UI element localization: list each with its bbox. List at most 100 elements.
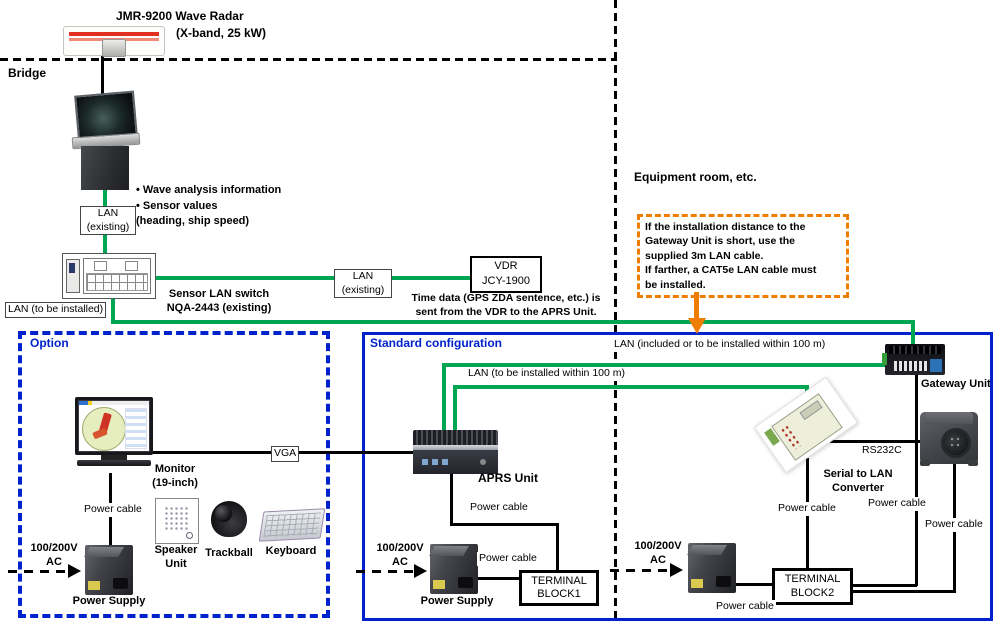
switch-port — [94, 261, 107, 271]
bridge-zone-divider — [0, 58, 617, 61]
sensor-lan-switch-label: Sensor LAN switch NQA-2443 (existing) — [166, 288, 272, 315]
option-config-box — [18, 331, 330, 618]
monitor-image — [75, 397, 153, 467]
aprs-trim — [413, 445, 498, 450]
equipment-room-divider — [614, 0, 617, 620]
power-supply-image-option — [85, 545, 133, 595]
gateway-unit-label: Gateway Unit — [921, 378, 991, 390]
rs232c-cable — [830, 440, 925, 443]
gateway-power-cable-h — [845, 584, 917, 587]
switch-ports — [83, 258, 151, 294]
time-data-note: Time data (GPS ZDA sentence, etc.) is se… — [411, 292, 601, 318]
antenna-pedestal — [102, 39, 126, 57]
terminal-block1-box: TERMINAL BLOCK1 — [519, 570, 599, 606]
ps3-tb2-cable — [735, 583, 773, 586]
power-cable-label-ps2: Power cable — [477, 552, 539, 566]
ac-supply-dashes-option — [8, 570, 68, 573]
note-arrow-shaft — [694, 292, 699, 320]
bridge-zone-label: Bridge — [8, 66, 47, 80]
aprs-power-cable-v1 — [450, 472, 453, 525]
wave-output-notes: • Wave analysis information • Sensor val… — [136, 184, 282, 228]
monitor-side-panel — [125, 408, 147, 449]
speaker-unit-image — [155, 498, 199, 544]
speaker-unit-label: Speaker Unit — [154, 544, 198, 571]
aprs-unit-image — [413, 430, 498, 474]
lan-cable-aprs-gateway — [442, 363, 887, 367]
equipment-room-label: Equipment room, etc. — [634, 170, 757, 184]
lan-existing-label-2: LAN (existing) — [334, 269, 392, 299]
lan-within-100m-label: LAN (to be installed within 100 m) — [466, 367, 627, 381]
ps2-tb1-cable — [475, 577, 521, 580]
monitor-toolbar — [79, 401, 149, 405]
lan-cable-switch-drop — [111, 297, 115, 324]
gateway-uplink-block — [930, 359, 942, 372]
lan-existing-label-1: LAN (existing) — [80, 206, 136, 236]
keyboard-label: Keyboard — [265, 545, 317, 557]
power-supply-label-standard: Power Supply — [420, 595, 494, 607]
sensor-connector — [941, 428, 971, 458]
radar-console-image — [71, 90, 141, 190]
ac-label-standard: 100/200V AC — [376, 542, 424, 569]
radar-title: JMR-9200 Wave Radar — [116, 9, 244, 23]
trackball-ball — [215, 505, 232, 522]
power-supply-label-option: Power Supply — [72, 595, 146, 607]
power-cable-label-aprs: Power cable — [468, 501, 530, 515]
switch-module — [66, 259, 80, 293]
power-cable-label-converter: Power cable — [776, 502, 838, 516]
wave-polar-chart — [82, 407, 126, 451]
monitor-bezel — [75, 397, 153, 455]
monitor-screen — [78, 400, 150, 452]
lan-cable-aprs-drop-2 — [453, 385, 457, 432]
keyboard-keys — [263, 512, 321, 538]
switch-port-grid — [86, 273, 148, 291]
aprs-unit-label: APRS Unit — [478, 471, 538, 485]
switch-port — [125, 261, 138, 271]
aprs-power-cable-h — [450, 523, 559, 526]
power-cable-label-tb2: Power cable — [714, 600, 776, 614]
psu-connector — [113, 578, 128, 589]
serial-lan-converter-image — [752, 376, 862, 474]
note-arrow-head — [688, 318, 706, 334]
lan-cable-gateway-drop — [911, 320, 915, 347]
sensor-mount — [968, 460, 978, 466]
ac-arrowhead-option — [68, 564, 81, 578]
lan-cable-switch-vdr — [154, 276, 472, 280]
aprs-front-panel — [413, 450, 498, 474]
gateway-power-cable-v — [915, 374, 918, 586]
ac-arrowhead-right — [670, 563, 683, 577]
wave-radar-antenna-image — [63, 26, 165, 57]
option-label: Option — [30, 336, 69, 350]
lan-cable-aprs-converter — [453, 385, 809, 389]
power-cable-label-monitor: Power cable — [82, 503, 144, 517]
trackball-label: Trackball — [205, 547, 253, 559]
standard-config-box — [362, 332, 993, 621]
standard-config-label: Standard configuration — [370, 336, 502, 350]
lan-included-label: LAN (included or to be installed within … — [612, 338, 828, 352]
antenna-stripe — [69, 32, 159, 36]
power-supply-image-right — [688, 543, 736, 593]
speaker-grille — [164, 506, 190, 532]
console-cabinet — [81, 146, 129, 190]
psu-connector — [458, 577, 473, 588]
rs232c-label: RS232C — [860, 444, 904, 458]
ac-label-right: 100/200V AC — [634, 540, 682, 567]
power-cable-label-gateway: Power cable — [866, 497, 928, 511]
sensor-mount — [920, 460, 930, 466]
keyboard-image — [258, 508, 326, 542]
lan-cable-main-run — [111, 320, 915, 324]
ac-label-option: 100/200V AC — [30, 542, 78, 569]
gateway-ports — [894, 361, 928, 371]
radar-subtitle: (X-band, 25 kW) — [176, 26, 267, 40]
terminal-block2-box: TERMINAL BLOCK2 — [772, 568, 853, 605]
radar-console-cable — [101, 53, 104, 94]
monitor-label: Monitor (19-inch) — [152, 463, 198, 490]
ac-supply-dashes-right — [610, 569, 670, 572]
psu-connector — [716, 576, 731, 587]
ac-arrowhead-standard — [414, 564, 427, 578]
sensor-power-cable-h — [845, 590, 956, 593]
gateway-cable-note: If the installation distance to the Gate… — [637, 214, 849, 299]
monitor-base — [77, 460, 151, 466]
speaker-knob — [186, 532, 193, 539]
gateway-unit-image — [882, 344, 945, 375]
